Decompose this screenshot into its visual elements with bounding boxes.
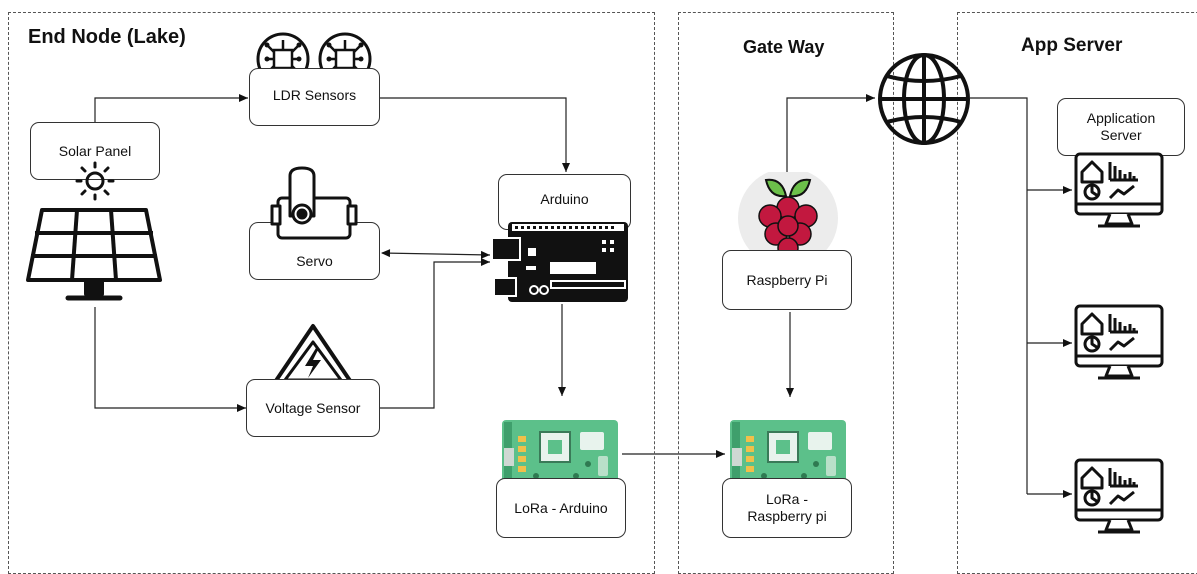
edge-servo-arduino bbox=[381, 249, 491, 259]
lora-arduino-node[interactable]: LoRa - Arduino bbox=[496, 478, 626, 538]
lora-module-icon bbox=[730, 420, 846, 488]
application-server-node[interactable]: Application Server bbox=[1057, 98, 1185, 156]
servo-label: Servo bbox=[296, 252, 333, 269]
sun-icon bbox=[75, 161, 115, 201]
arduino-board-icon bbox=[491, 222, 628, 302]
solar-panel-node[interactable]: Solar Panel bbox=[30, 122, 160, 180]
raspberry-pi-logo-icon bbox=[738, 172, 838, 258]
edge-solar-ldr bbox=[94, 94, 248, 122]
raspberry-pi-node[interactable]: Raspberry Pi bbox=[722, 250, 852, 310]
zone-title-gateway: Gate Way bbox=[743, 37, 825, 57]
globe-icon bbox=[878, 53, 970, 145]
dashboard-monitor-icon bbox=[1074, 458, 1164, 534]
arduino-label: Arduino bbox=[540, 191, 589, 207]
edge-voltage-arduino bbox=[380, 258, 490, 409]
arduino-node[interactable]: Arduino bbox=[498, 174, 631, 230]
application-server-label-line2: Server bbox=[1100, 127, 1142, 143]
lora-module-icon bbox=[502, 420, 618, 488]
lora-arduino-label: LoRa - Arduino bbox=[514, 499, 608, 516]
raspberry-pi-label: Raspberry Pi bbox=[746, 271, 828, 288]
dashboard-monitor-icon bbox=[1074, 152, 1164, 228]
lora-raspberry-label-line1: LoRa - bbox=[765, 491, 809, 508]
edge-raspberry-globe bbox=[786, 94, 875, 172]
edge-ldr-arduino bbox=[380, 97, 570, 172]
ldr-sensors-node[interactable]: LDR Sensors bbox=[249, 68, 380, 126]
zone-title-app-server: App Server bbox=[1021, 35, 1123, 56]
ldr-sensors-label: LDR Sensors bbox=[272, 87, 357, 103]
zone-title-end-node: End Node (Lake) bbox=[28, 26, 186, 48]
solar-panel-icon bbox=[26, 208, 162, 301]
high-voltage-warning-icon bbox=[269, 324, 357, 390]
connector-layer bbox=[94, 94, 1072, 498]
servo-icon bbox=[270, 166, 358, 240]
lora-raspberry-label-line2: Raspberry pi bbox=[747, 508, 827, 524]
edge-globe-bus bbox=[970, 97, 1028, 494]
lora-raspberry-node[interactable]: LoRa - Raspberry pi bbox=[722, 478, 852, 538]
voltage-sensor-node[interactable]: Voltage Sensor bbox=[246, 379, 380, 437]
solar-panel-label: Solar Panel bbox=[58, 142, 132, 159]
voltage-sensor-label: Voltage Sensor bbox=[265, 399, 361, 416]
dashboard-monitor-icon bbox=[1074, 304, 1164, 380]
edge-solar-voltage bbox=[94, 307, 246, 412]
application-server-label-line1: Application bbox=[1086, 110, 1156, 127]
